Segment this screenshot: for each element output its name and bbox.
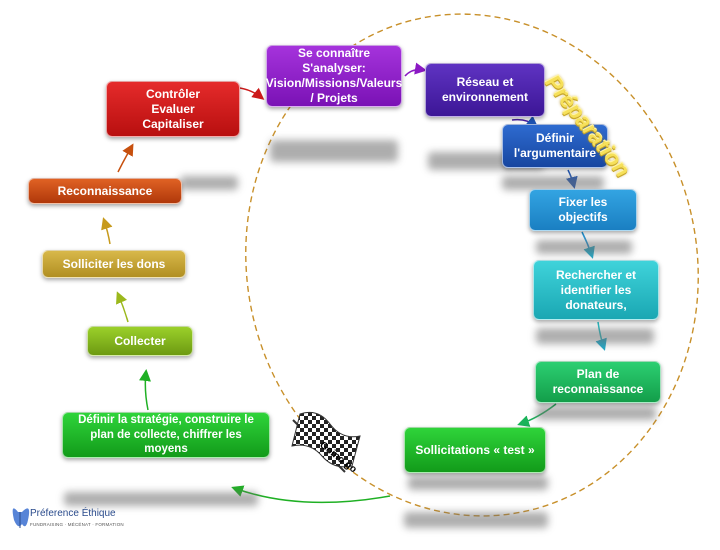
box-text: Définir la stratégie, construire le [78,414,254,427]
box-controler[interactable]: Contrôler Evaluer Capitaliser [106,81,240,137]
box-text: / Projets [310,91,358,105]
box-definir-argumentaire[interactable]: Définir l'argumentaire [502,124,608,168]
box-solliciter-dons[interactable]: Solliciter les dons [42,250,186,278]
box-text: identifier les [560,282,632,297]
box-shadow [408,476,548,490]
box-shadow [536,240,632,254]
box-text: environnement [441,90,528,104]
box-definir-strategie[interactable]: Définir la stratégie, construire le plan… [62,412,270,458]
box-text: Se connaître [297,46,371,60]
arrow-strategie-to-collecter [139,369,151,411]
box-text: Capitaliser [142,116,204,131]
box-text: Solliciter les dons [62,256,166,271]
box-collecter[interactable]: Collecter [87,326,193,356]
box-shadow [270,140,398,162]
box-reconnaissance[interactable]: Reconnaissance [28,178,182,204]
box-text: Plan de [576,367,620,381]
butterfly-logo-icon [12,508,30,528]
box-reseau[interactable]: Réseau et environnement [425,63,545,117]
box-rechercher-donateurs[interactable]: Rechercher et identifier les donateurs, [533,260,659,320]
arrow-connaitre-to-reseau [404,62,427,77]
box-text: reconnaissance [552,382,644,396]
box-sollicitations-test[interactable]: Sollicitations « test » [404,427,546,473]
logo-tagline: FUNDRAISING · MÉCÉNAT · FORMATION [30,522,124,527]
box-shadow [536,406,656,420]
box-shadow [536,328,654,344]
box-text: S'analyser: [302,61,366,75]
preparation-ellipse [245,13,699,517]
box-text: donateurs, [565,297,627,312]
box-fixer-objectifs[interactable]: Fixer les objectifs [529,189,637,231]
box-shadow [180,176,238,190]
arrow-controler-to-connaitre [239,87,265,100]
box-text: Collecter [114,333,166,348]
box-text: Réseau et [456,75,514,89]
box-shadow [502,176,604,190]
box-text: Fixer les [558,195,608,209]
box-shadow [404,512,548,528]
box-text: Contrôler [145,86,200,101]
box-plan-reconnaissance[interactable]: Plan de reconnaissance [535,361,661,403]
arrow-collecter-to-solliciter [116,291,129,323]
arrow-reconnaissance-to-controler [117,143,134,173]
logo-name: Préference Éthique [30,508,116,519]
box-text: l'argumentaire [513,146,597,160]
box-text: Reconnaissance [57,183,153,198]
box-text: plan de collecte, chiffrer les [90,428,242,441]
box-text: objectifs [558,210,608,224]
box-text: Rechercher et [555,267,637,282]
box-text: Evaluer [151,101,195,116]
arrow-solliciter-to-reconnaissance [101,217,113,245]
box-se-connaitre[interactable]: Se connaître S'analyser: Vision/Missions… [266,45,402,107]
box-text: Définir [535,131,574,145]
box-text: Sollicitations « test » [415,442,535,457]
box-text: moyens [144,443,188,456]
box-shadow [64,492,258,506]
box-text: Vision/Missions/Valeurs [265,76,403,90]
checkered-flag-icon [291,411,361,473]
logo: Préference Éthique FUNDRAISING · MÉCÉNAT… [8,502,128,542]
